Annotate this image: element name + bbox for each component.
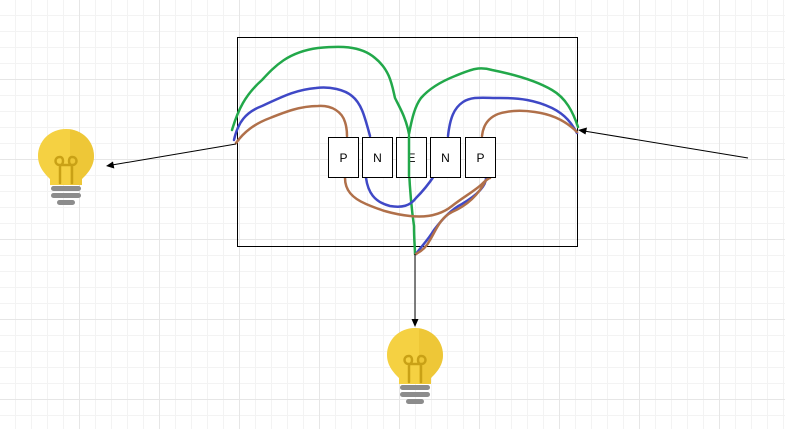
terminal-neutral-2[interactable]: N	[430, 137, 461, 178]
arrow-to-bottom-bulb[interactable]	[411, 254, 419, 327]
terminal-label: P	[476, 151, 484, 165]
terminal-phase-2[interactable]: P	[465, 137, 496, 178]
terminal-block-row: P N E N P	[328, 137, 496, 178]
lightbulb-icon[interactable]	[36, 127, 96, 207]
arrow-supply-in[interactable]	[578, 127, 749, 159]
terminal-label: N	[441, 151, 450, 165]
lightbulb-icon[interactable]	[385, 326, 445, 406]
terminal-label: E	[407, 151, 415, 165]
brown-phase-wire	[234, 104, 579, 256]
arrow-to-left-bulb[interactable]	[106, 143, 237, 169]
green-earth-wire	[230, 45, 580, 256]
terminal-label: N	[373, 151, 382, 165]
terminal-phase-1[interactable]: P	[328, 137, 359, 178]
terminal-label: P	[339, 151, 347, 165]
terminal-neutral-1[interactable]: N	[362, 137, 393, 178]
terminal-earth[interactable]: E	[396, 137, 427, 178]
blue-neutral-wire	[232, 86, 579, 256]
